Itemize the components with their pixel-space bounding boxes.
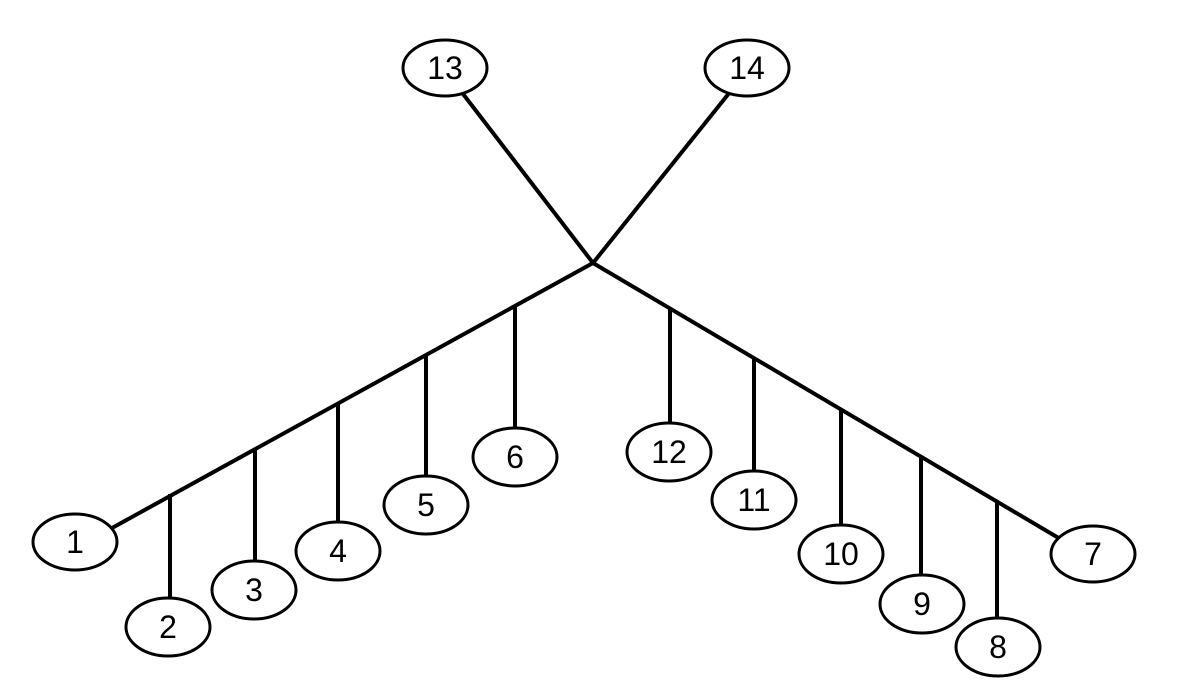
node-label: 2 <box>159 609 177 645</box>
edge-center-1 <box>111 261 594 530</box>
node-label: 3 <box>245 572 263 608</box>
node-11: 11 <box>710 469 798 531</box>
node-label: 7 <box>1084 536 1102 572</box>
tree-edges <box>111 88 1064 620</box>
node-label: 9 <box>913 586 931 622</box>
node-2: 2 <box>124 596 212 658</box>
node-9: 9 <box>878 573 966 635</box>
node-13: 13 <box>401 38 489 98</box>
node-label: 5 <box>417 487 435 523</box>
node-7: 7 <box>1049 524 1137 584</box>
node-label: 4 <box>329 533 347 569</box>
node-6: 6 <box>471 426 559 488</box>
edge-center-13 <box>458 88 595 265</box>
edge-center-7 <box>591 261 1064 542</box>
node-4: 4 <box>294 520 382 582</box>
node-label: 6 <box>506 439 524 475</box>
node-1: 1 <box>31 512 119 572</box>
node-14: 14 <box>703 38 791 98</box>
node-12: 12 <box>625 421 713 483</box>
node-8: 8 <box>954 616 1042 678</box>
node-label: 8 <box>989 629 1007 665</box>
edge-center-14 <box>591 90 732 265</box>
node-label: 10 <box>823 536 859 572</box>
node-5: 5 <box>382 474 470 536</box>
node-label: 14 <box>729 50 765 86</box>
node-label: 11 <box>737 482 770 518</box>
node-10: 10 <box>797 523 885 585</box>
node-3: 3 <box>210 559 298 621</box>
tree-nodes: 1 2 3 4 5 6 7 8 <box>31 38 1137 678</box>
node-label: 1 <box>66 524 84 560</box>
node-label: 12 <box>651 434 687 470</box>
node-label: 13 <box>427 50 463 86</box>
